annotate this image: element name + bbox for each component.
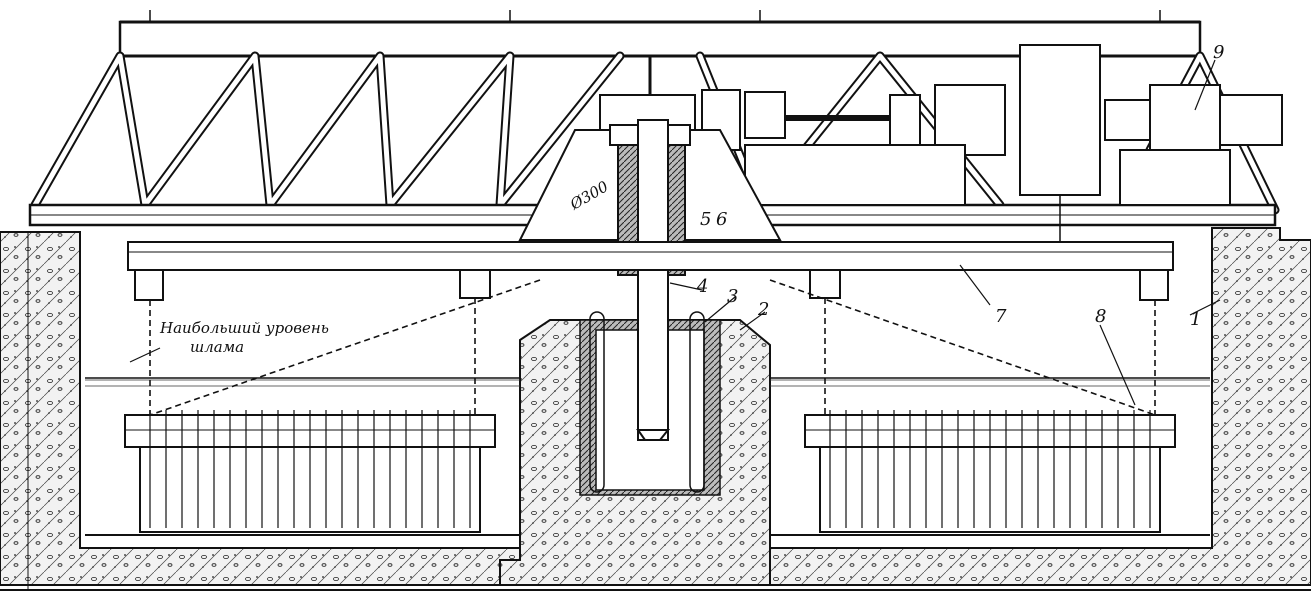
- callout-6: 6: [716, 209, 727, 230]
- callout-5: 5: [700, 209, 711, 230]
- callout-9: 9: [1213, 42, 1224, 63]
- central-column: [518, 119, 782, 441]
- callout-3: 3: [727, 286, 738, 307]
- callout-7: 7: [995, 306, 1007, 327]
- callout-2: 2: [757, 299, 769, 320]
- callout-1: 1: [1190, 309, 1201, 330]
- callout-8: 8: [1095, 306, 1106, 327]
- callout-4: 4: [696, 276, 708, 297]
- label-max-level-line2: шлама: [190, 338, 244, 356]
- leader-lines: [129, 59, 1221, 406]
- chains: [149, 279, 1156, 416]
- label-max-level-line1: Наибольший уровень: [159, 319, 329, 337]
- rake-tines: [149, 410, 1151, 528]
- slurry-level: [85, 377, 1210, 390]
